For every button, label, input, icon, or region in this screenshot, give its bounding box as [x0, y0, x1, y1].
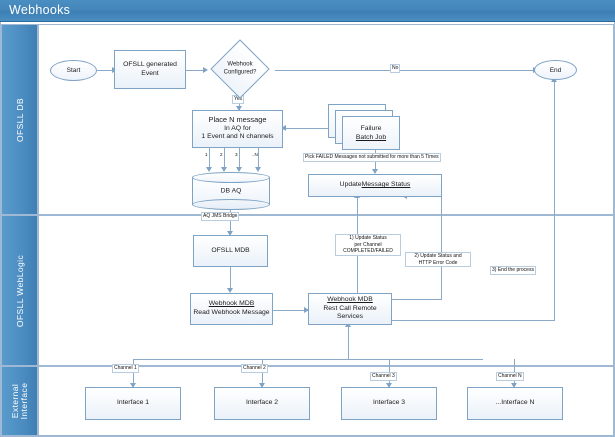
- node-interface-1-label: Interface 1: [116, 399, 150, 407]
- node-webhook-rest-title: Webhook MDB: [327, 296, 373, 304]
- connector-rest-http-v: [441, 196, 442, 300]
- edge-label-channel-2: Channel 2: [241, 364, 268, 373]
- node-event-line2: Event: [141, 69, 159, 77]
- connector-channel-bus: [133, 359, 483, 360]
- connector-aq-2: [224, 148, 225, 170]
- arrowhead-batchjob-to-place: [281, 125, 286, 131]
- lane-header-ofsll-weblogic: OFSLL WebLogic: [1, 215, 38, 366]
- node-db-aq[interactable]: DB AQ: [192, 172, 270, 210]
- node-event-line1: OFSLL generated: [123, 60, 177, 68]
- arrowhead-yes-to-place: [236, 106, 242, 111]
- node-interface-2[interactable]: Interface 2: [214, 387, 310, 420]
- edge-label-end-process: 3) End the process: [490, 266, 536, 275]
- arrowhead-channel-3: [386, 383, 392, 388]
- connector-aq-1: [209, 148, 210, 170]
- arrowhead-channel-n: [511, 383, 517, 388]
- lane-label-ofsll-weblogic: OFSLL WebLogic: [14, 254, 25, 327]
- node-interface-3[interactable]: Interface 3: [341, 387, 437, 420]
- connector-aq-3: [239, 148, 240, 170]
- node-place-line3: 1 Event and N channels: [201, 133, 274, 141]
- node-start[interactable]: Start: [50, 60, 97, 81]
- edge-label-channel-n: Channel N: [496, 372, 524, 381]
- edge-label-pick-failed: Pick FAILED Messages not submitted for m…: [303, 153, 441, 162]
- edge-label-update-status-http: 2) Update Status and HTTP Error Code: [405, 252, 471, 267]
- node-end[interactable]: End: [534, 60, 577, 80]
- node-db-aq-label: DB AQ: [220, 187, 242, 195]
- db-aq-bottom: [192, 199, 270, 210]
- node-webhook-mdb-rest[interactable]: Webhook MDB Rest Call Remote Services: [308, 293, 392, 325]
- node-failure-batch-job[interactable]: Failure Batch Job: [328, 104, 400, 150]
- edge-label-update-status-channel: 1) Update Status per Channel COMPLETED/F…: [335, 234, 401, 256]
- lane-label-ofsll-db: OFSLL DB: [14, 97, 25, 142]
- aq-tick-3: 3: [235, 152, 238, 157]
- batch-sheet-front: Failure Batch Job: [342, 116, 400, 150]
- node-webhook-read-sub: Read Webhook Message: [193, 309, 270, 316]
- arrowhead-dbaq-to-ofsllmdb: [227, 231, 233, 236]
- node-ofsll-mdb[interactable]: OFSLL MDB: [193, 235, 268, 267]
- node-batch-line2: Batch Job: [355, 134, 387, 141]
- arrowhead-batchjob-to-update: [372, 169, 378, 174]
- node-batch-line1: Failure: [360, 125, 382, 132]
- connector-no-to-end: [275, 70, 537, 71]
- lane-header-ofsll-db: OFSLL DB: [1, 24, 38, 215]
- arrowhead-aq-n: [255, 167, 261, 172]
- arrowhead-channel-1: [130, 383, 136, 388]
- arrowhead-ofsllmdb-to-webhookread: [227, 288, 233, 293]
- lane-body-ofsll-weblogic: [38, 215, 614, 366]
- connector-rest-end-v: [554, 80, 555, 321]
- connector-start-to-event: [97, 70, 115, 71]
- connector-webhookread-to-rest: [273, 310, 308, 311]
- arrowhead-event-to-decision: [203, 67, 208, 73]
- aq-tick-1: 1: [205, 152, 208, 157]
- connector-batchjob-to-place: [283, 128, 339, 129]
- node-place-line1: Place N message: [208, 115, 267, 125]
- aq-tick-n: ..N: [252, 152, 258, 157]
- node-webhook-read-title: Webhook MDB: [208, 300, 255, 308]
- arrowhead-webhookread-to-rest: [304, 307, 309, 313]
- edge-label-aq-jms-bridge: AQ JMS Bridge: [201, 212, 240, 221]
- node-update-message-status[interactable]: Update Message Status: [308, 174, 442, 197]
- arrowhead-aq-3: [236, 167, 242, 172]
- node-interface-3-label: Interface 3: [372, 399, 406, 407]
- edge-label-channel-1: Channel 1: [112, 364, 139, 373]
- node-place-line2: In AQ for: [224, 124, 251, 132]
- node-webhook-rest-sub: Rest Call Remote Services: [323, 304, 377, 321]
- arrowhead-aq-2: [221, 167, 227, 172]
- node-decision-label: Webhook Configured?: [223, 61, 257, 76]
- node-ofsll-mdb-label: OFSLL MDB: [211, 246, 250, 254]
- connector-dbaq-to-ofsllmdb: [230, 208, 231, 234]
- node-interface-n-label: ...Interface N: [495, 399, 535, 407]
- connector-rest-end-h: [392, 320, 555, 321]
- connector-rest-to-update-1b: [357, 196, 358, 216]
- connector-event-to-decision: [186, 70, 206, 71]
- node-place-n-message[interactable]: Place N message In AQ for 1 Event and N …: [192, 110, 283, 148]
- connector-aq-n: [258, 148, 259, 170]
- node-end-label: End: [549, 66, 562, 74]
- node-update-underlined: Message Status: [361, 181, 411, 189]
- node-interface-n[interactable]: ...Interface N: [467, 387, 563, 420]
- connector-rest-to-bus-v: [348, 325, 349, 360]
- arrowhead-channel-2: [259, 383, 265, 388]
- node-interface-1[interactable]: Interface 1: [85, 387, 181, 420]
- edge-label-no: No: [390, 64, 401, 73]
- node-webhook-mdb-read[interactable]: Webhook MDB Read Webhook Message: [190, 293, 273, 325]
- db-aq-top: [192, 172, 270, 183]
- aq-tick-2: 2: [220, 152, 223, 157]
- edge-label-channel-3: Channel 3: [370, 372, 397, 381]
- node-interface-2-label: Interface 2: [245, 399, 279, 407]
- title-bar: Webhooks: [0, 0, 615, 22]
- connector-rest-http-h1: [392, 299, 442, 300]
- node-ofsll-generated-event[interactable]: OFSLL generated Event: [114, 50, 186, 89]
- page-title: Webhooks: [9, 3, 71, 17]
- node-decision-webhook-configured[interactable]: Webhook Configured?: [206, 39, 274, 99]
- node-update-pre: Update: [339, 181, 362, 189]
- connector-ofsllmdb-to-webhookread: [230, 267, 231, 290]
- arrowhead-aq-1: [206, 167, 212, 172]
- node-start-label: Start: [66, 67, 81, 74]
